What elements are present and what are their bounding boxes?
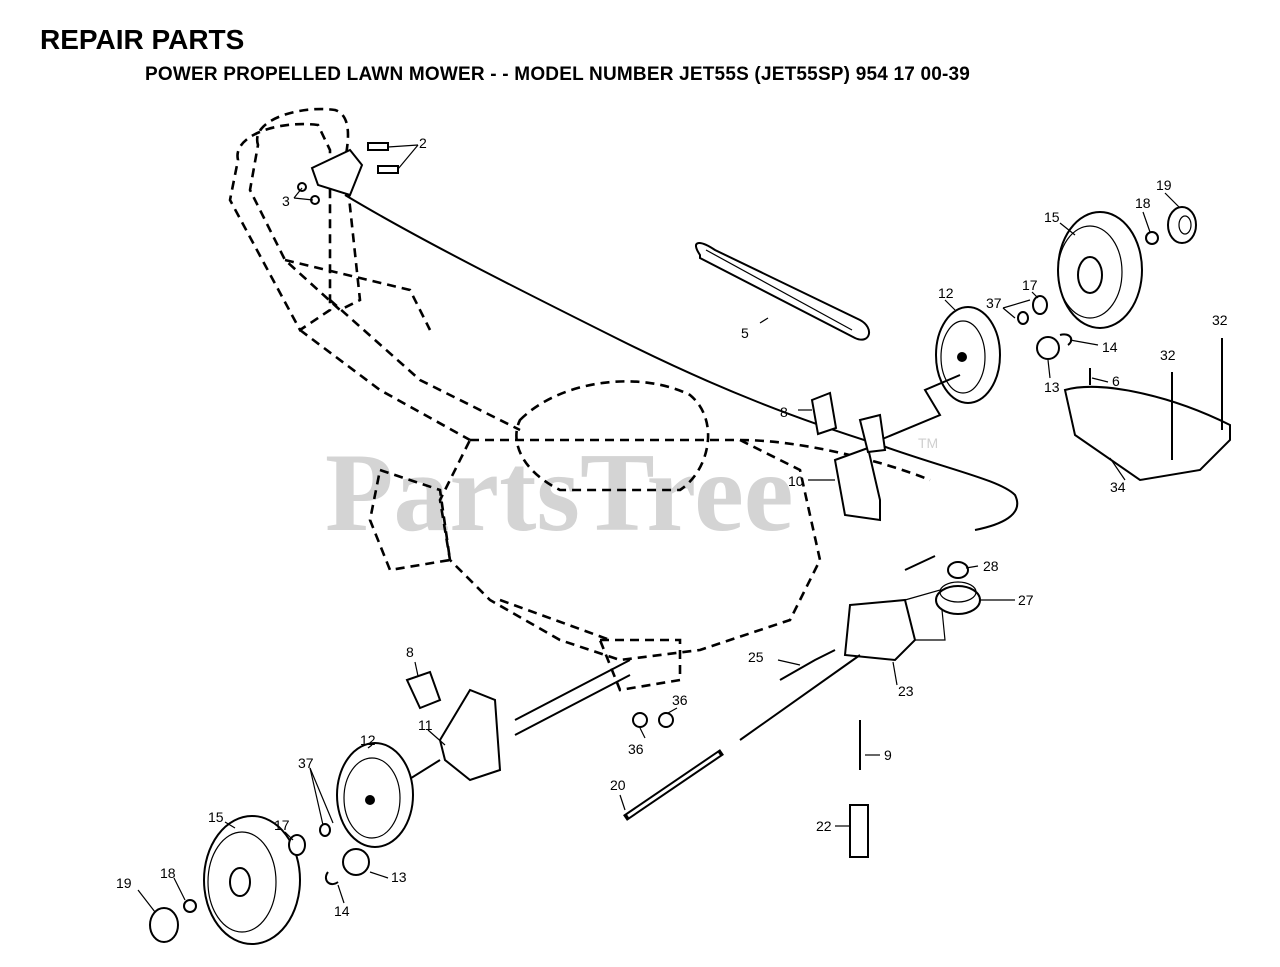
- left-nut: [183, 899, 197, 913]
- callout: 32: [1160, 347, 1176, 363]
- callout-numbers: 2 3 19 18 15 17 37 12 14 13 5 32 32 6 8 …: [116, 135, 1228, 919]
- callout: 12: [938, 285, 954, 301]
- callout: 36: [672, 692, 688, 708]
- callout: 22: [816, 818, 832, 834]
- leader-lines: [137, 144, 1181, 913]
- adjuster-knob-left: [405, 670, 442, 710]
- callout: 15: [1044, 209, 1060, 225]
- coil-spring: [849, 804, 869, 858]
- callout: 28: [983, 558, 999, 574]
- handle-control-bracket: [297, 142, 399, 205]
- callout: 12: [360, 732, 376, 748]
- pulley-nut: [947, 561, 969, 579]
- left-front-wheel: [203, 815, 301, 945]
- callout: 14: [1102, 339, 1118, 355]
- callout: 23: [898, 683, 914, 699]
- height-adjuster-left: [438, 688, 502, 782]
- callout: 10: [788, 473, 804, 489]
- callout: 11: [418, 717, 433, 733]
- callout: 18: [1135, 195, 1151, 211]
- transmission-assembly: [843, 589, 946, 662]
- callout: 5: [741, 325, 749, 341]
- right-pinion: [1036, 336, 1060, 360]
- right-spacer: [1017, 311, 1029, 325]
- right-drive-gear: [935, 306, 1001, 404]
- v-belt: [695, 242, 870, 341]
- nut-36b: [658, 712, 674, 728]
- front-axle: [739, 654, 861, 741]
- callout: 3: [282, 193, 290, 209]
- callout: 6: [1112, 373, 1120, 389]
- right-rear-wheel: [1057, 211, 1143, 329]
- left-hub-cap: [149, 907, 179, 943]
- spring-upper: [904, 555, 936, 571]
- callout: 8: [780, 404, 788, 420]
- adjuster-knob-right: [810, 391, 838, 436]
- callout: 15: [208, 809, 224, 825]
- watermark: PartsTree: [325, 431, 794, 555]
- callout: 8: [406, 644, 414, 660]
- page-subtitle: POWER PROPELLED LAWN MOWER - - MODEL NUM…: [145, 64, 971, 85]
- callout: 32: [1212, 312, 1228, 328]
- adjuster-lever-right: [858, 413, 887, 454]
- callout: 18: [160, 865, 176, 881]
- pulley: [935, 581, 981, 615]
- rear-shield: [1063, 385, 1231, 482]
- callout: 34: [1110, 479, 1126, 495]
- height-adjuster-right: [833, 446, 881, 522]
- callout: 19: [116, 875, 132, 891]
- callout: 14: [334, 903, 350, 919]
- handle-assembly: [228, 107, 521, 442]
- callout: 13: [391, 869, 407, 885]
- callout: 9: [884, 747, 892, 763]
- right-hub-cap: [1167, 206, 1197, 244]
- left-clip: [324, 871, 339, 886]
- callout: 27: [1018, 592, 1034, 608]
- right-axle: [879, 374, 961, 441]
- spring-lower: [779, 649, 836, 681]
- left-drive-gear: [336, 742, 414, 848]
- callout: 37: [986, 295, 1002, 311]
- callout: 17: [1022, 277, 1038, 293]
- axle-tube: [514, 659, 631, 736]
- callout: 19: [1156, 177, 1172, 193]
- right-clip: [1059, 333, 1073, 346]
- right-nut: [1145, 231, 1159, 245]
- page-title: REPAIR PARTS: [40, 24, 245, 55]
- callout: 36: [628, 741, 644, 757]
- nut-36a: [632, 712, 648, 728]
- engine-deck: [368, 380, 931, 692]
- callout: 17: [274, 817, 290, 833]
- left-spacer: [319, 823, 331, 837]
- drive-cable: [344, 194, 1019, 531]
- watermark-trademark: TM: [918, 435, 938, 451]
- callout: 37: [298, 755, 314, 771]
- callout: 20: [610, 777, 626, 793]
- right-washer: [1032, 295, 1048, 315]
- callout: 2: [419, 135, 427, 151]
- callout: 25: [748, 649, 764, 665]
- left-pinion: [342, 848, 370, 876]
- callout: 13: [1044, 379, 1060, 395]
